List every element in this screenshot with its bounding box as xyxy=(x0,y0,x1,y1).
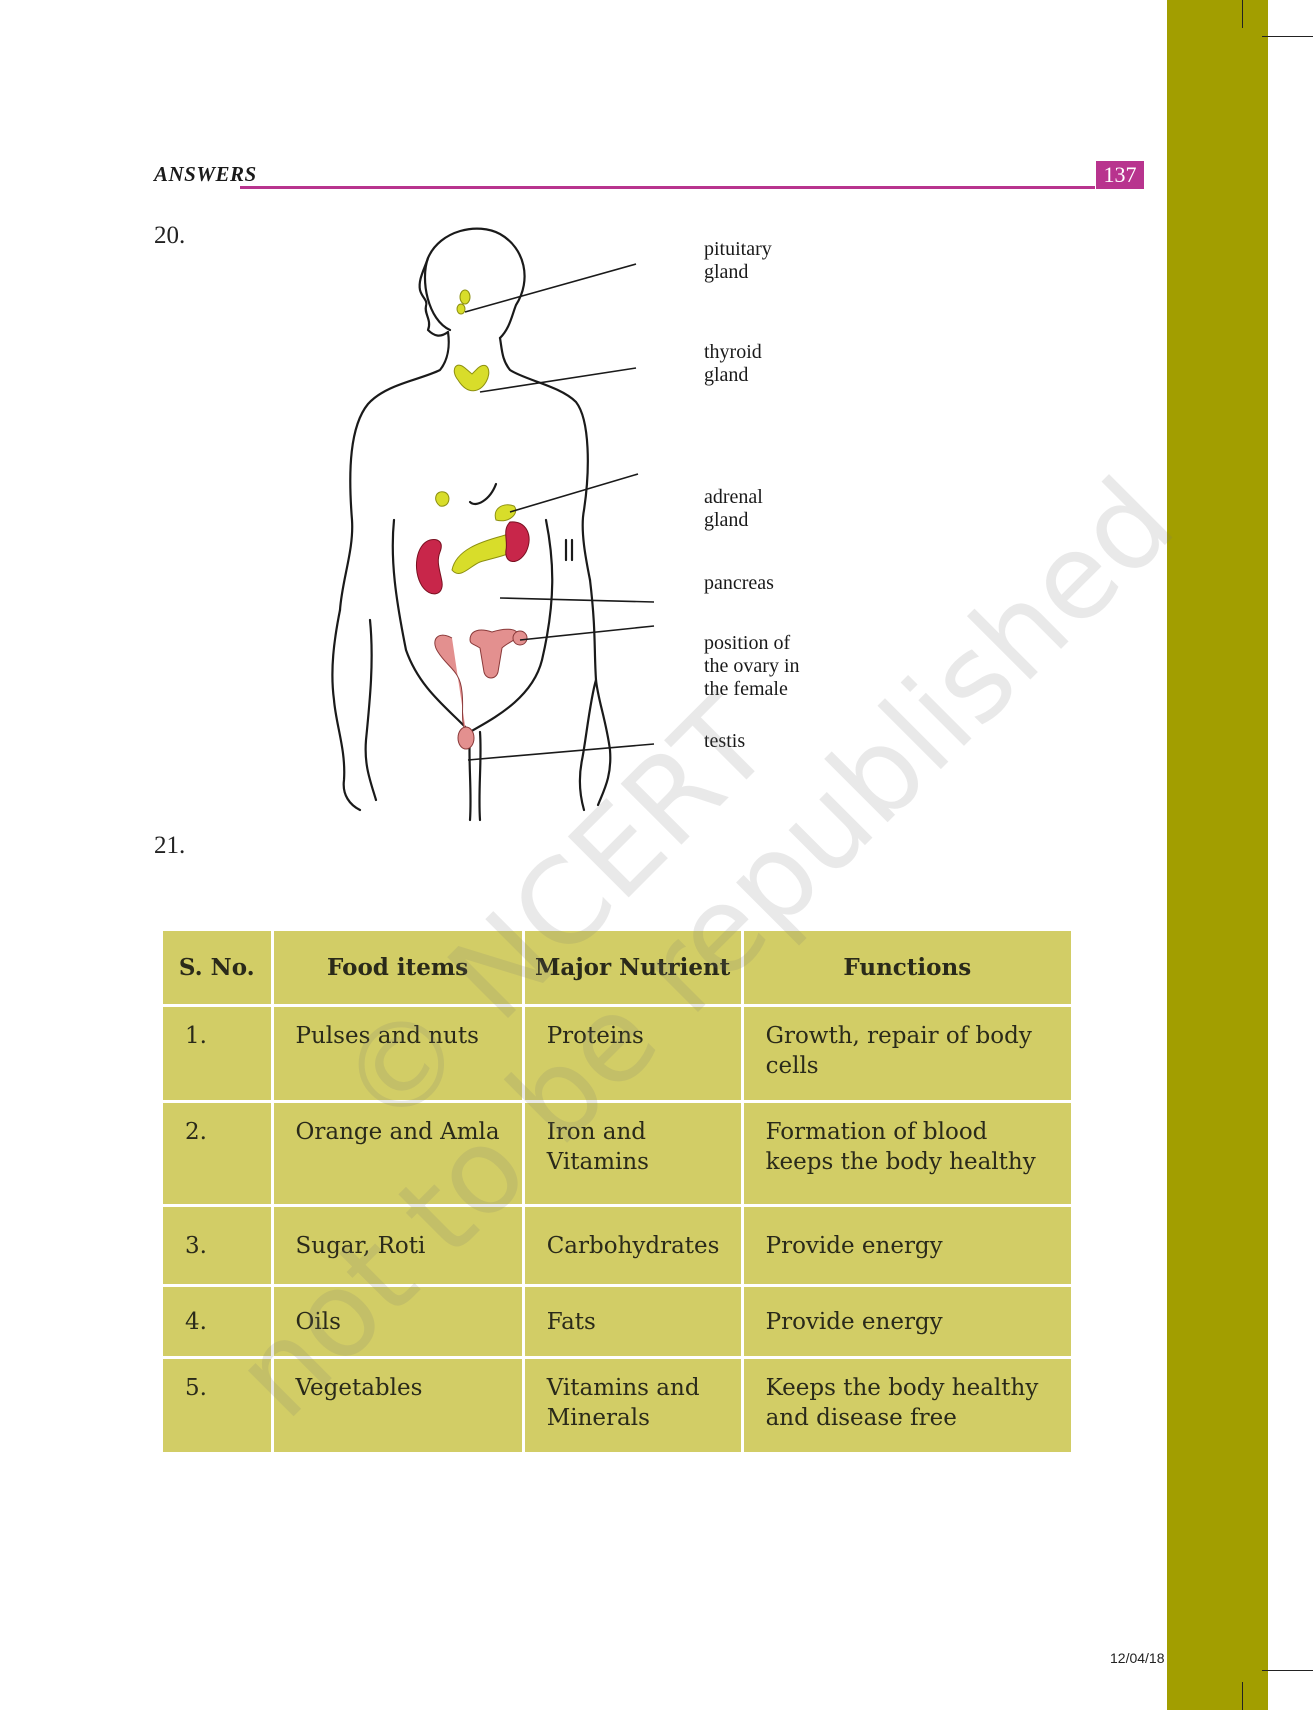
cell-sno: 5. xyxy=(160,1356,274,1455)
page-number: 137 xyxy=(1096,161,1144,189)
table-row: 3. Sugar, Roti Carbohydrates Provide ene… xyxy=(160,1204,1075,1287)
cell-food: Pulses and nuts xyxy=(270,1004,525,1103)
header-functions: Functions xyxy=(740,928,1075,1007)
cell-nutrient: Proteins xyxy=(521,1004,744,1103)
cell-sno: 1. xyxy=(160,1004,274,1103)
header-rule xyxy=(240,186,1095,189)
label-thyroid-gland: thyroid gland xyxy=(704,341,762,386)
print-date: 12/04/18 xyxy=(1110,1650,1165,1666)
cell-nutrient: Vitamins and Minerals xyxy=(521,1356,744,1455)
cell-function: Provide energy xyxy=(740,1204,1075,1287)
cell-sno: 3. xyxy=(160,1204,274,1287)
cell-sno: 4. xyxy=(160,1284,274,1359)
header-food-items: Food items xyxy=(270,928,525,1007)
table-row: 5. Vegetables Vitamins and Minerals Keep… xyxy=(160,1356,1075,1455)
label-testis: testis xyxy=(704,730,746,752)
cell-nutrient: Iron and Vitamins xyxy=(521,1100,744,1207)
question-number-20: 20. xyxy=(154,222,186,249)
header-sno: S. No. xyxy=(160,928,274,1007)
table-header-row: S. No. Food items Major Nutrient Functio… xyxy=(160,928,1075,1007)
food-nutrient-table: S. No. Food items Major Nutrient Functio… xyxy=(160,928,1075,1455)
section-title: ANSWERS xyxy=(154,162,257,186)
table-row: 1. Pulses and nuts Proteins Growth, repa… xyxy=(160,1004,1075,1103)
header-major-nutrient: Major Nutrient xyxy=(521,928,744,1007)
cell-function: Keeps the body healthy and disease free xyxy=(740,1356,1075,1455)
crop-mark xyxy=(1262,1670,1313,1671)
cell-sno: 2. xyxy=(160,1100,274,1207)
cell-function: Provide energy xyxy=(740,1284,1075,1359)
table-row: 2. Orange and Amla Iron and Vitamins For… xyxy=(160,1100,1075,1207)
side-color-band xyxy=(1167,0,1268,1710)
cell-function: Growth, repair of body cells xyxy=(740,1004,1075,1103)
table-row: 4. Oils Fats Provide energy xyxy=(160,1284,1075,1359)
endocrine-gland-diagram: pituitary gland thyroid gland adrenal gl… xyxy=(320,220,840,830)
label-pituitary-gland: pituitary gland xyxy=(704,238,772,283)
cell-food: Vegetables xyxy=(270,1356,525,1455)
cell-nutrient: Carbohydrates xyxy=(521,1204,744,1287)
label-adrenal-gland: adrenal gland xyxy=(704,486,763,531)
human-body-figure xyxy=(331,227,655,822)
crop-mark xyxy=(1242,1682,1243,1710)
cell-nutrient: Fats xyxy=(521,1284,744,1359)
cell-food: Orange and Amla xyxy=(270,1100,525,1207)
label-ovary-position: position of the ovary in the female xyxy=(704,632,800,700)
label-pancreas: pancreas xyxy=(704,572,774,594)
cell-food: Sugar, Roti xyxy=(270,1204,525,1287)
cell-function: Formation of blood keeps the body health… xyxy=(740,1100,1075,1207)
crop-mark xyxy=(1262,36,1313,37)
crop-mark xyxy=(1242,0,1243,28)
cell-food: Oils xyxy=(270,1284,525,1359)
question-number-21: 21. xyxy=(154,832,186,859)
